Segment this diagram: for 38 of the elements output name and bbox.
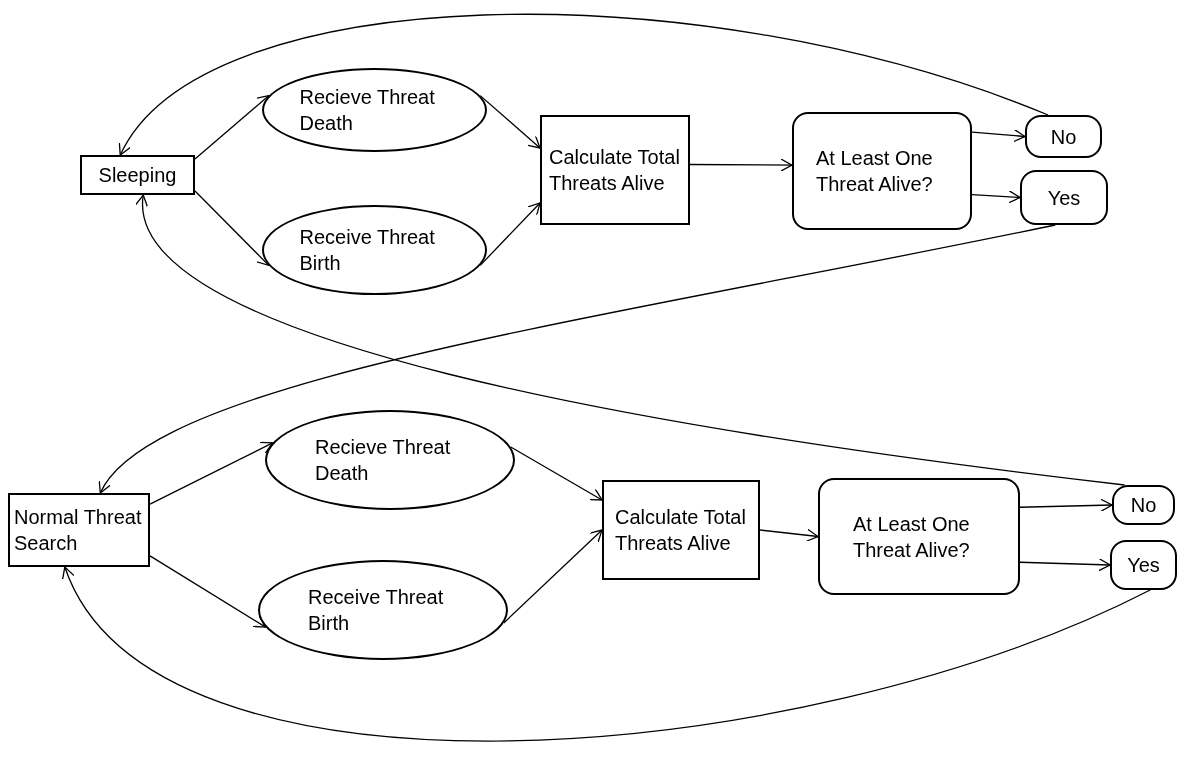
- arrow: [194, 190, 270, 267]
- rounded-box: [1112, 485, 1175, 525]
- rounded-box: [818, 478, 1020, 595]
- node-label: At Least One Threat Alive?: [852, 511, 971, 563]
- process-box: [8, 493, 150, 567]
- node-label: Recieve Threat Death: [315, 435, 452, 486]
- node-label: Calculate Total Threats Alive: [548, 145, 681, 196]
- node-label: No: [1129, 493, 1158, 518]
- node-label: Receive Threat Birth: [299, 225, 436, 276]
- node-label: Recieve Threat Death: [299, 85, 436, 136]
- node-label: No: [1049, 124, 1078, 150]
- node-label: Normal Threat Search: [13, 505, 143, 556]
- arrow: [64, 566, 1151, 742]
- process-box: [80, 155, 195, 195]
- rounded-box: [1020, 170, 1108, 225]
- rounded-box: [792, 112, 972, 230]
- arrow: [99, 224, 1056, 494]
- arrow: [194, 95, 270, 160]
- node-label: Receive Threat Birth: [308, 585, 445, 636]
- node-label: Yes: [1046, 185, 1082, 211]
- arrow: [149, 555, 267, 628]
- arrow: [119, 14, 1049, 156]
- arrow: [689, 158, 793, 172]
- node-label: Calculate Total Threats Alive: [614, 505, 747, 556]
- node-label: Yes: [1126, 553, 1161, 578]
- rounded-box: [1025, 115, 1102, 158]
- arrow: [971, 128, 1026, 143]
- arrow: [138, 194, 1126, 486]
- arrow: [149, 441, 274, 505]
- arrow: [1019, 558, 1111, 572]
- process-box: [540, 115, 690, 225]
- arrow: [1019, 498, 1113, 512]
- rounded-box: [1110, 540, 1177, 590]
- node-label: Sleeping: [97, 163, 178, 188]
- arrow: [759, 528, 819, 542]
- node-label: At Least One Threat Alive?: [815, 146, 934, 197]
- process-box: [602, 480, 760, 580]
- arrow: [971, 190, 1021, 204]
